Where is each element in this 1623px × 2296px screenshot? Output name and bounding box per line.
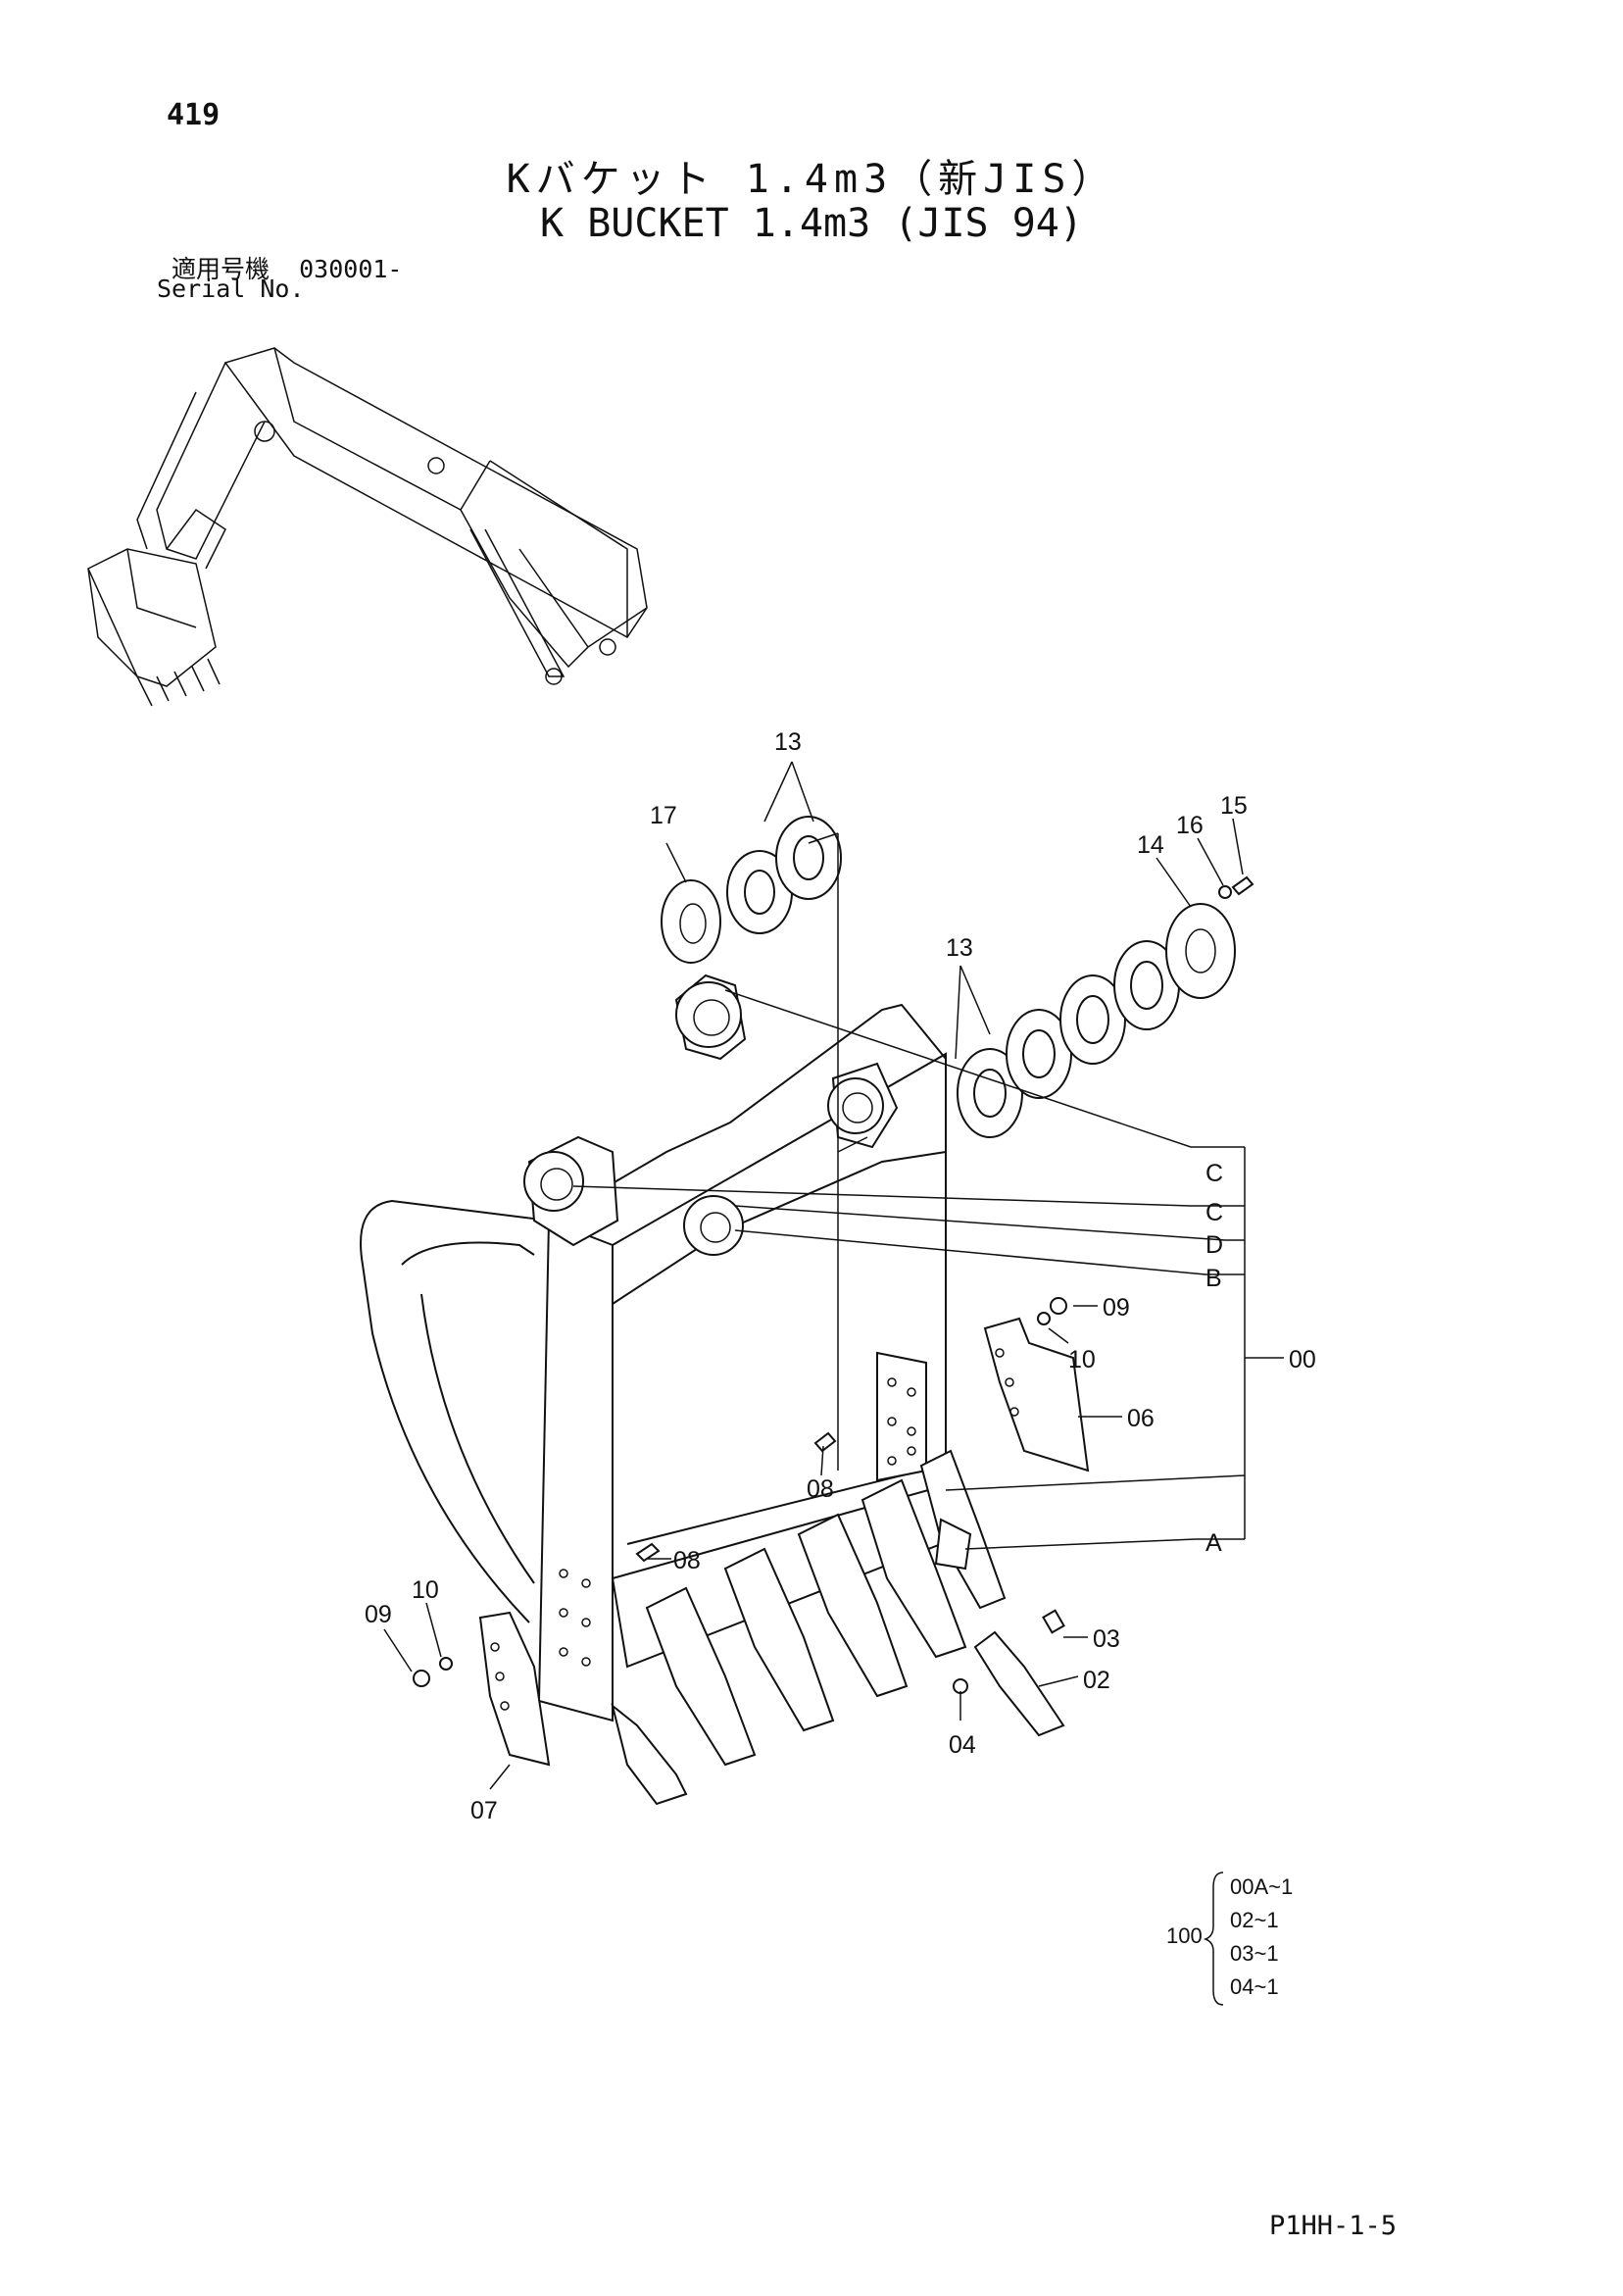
kit-item-1: 00A~1 <box>1230 1874 1293 1899</box>
serial-label-jp: 適用号機 <box>172 255 270 283</box>
bucket-assembly <box>360 973 947 1722</box>
callout-labels: 13 17 13 14 16 15 C C D B 09 10 00 06 08… <box>365 728 1316 1824</box>
callout-14: 14 <box>1137 831 1164 859</box>
title-english: K BUCKET 1.4m3 (JIS 94) <box>540 201 1083 246</box>
kit-number: 100 <box>1166 1923 1203 1948</box>
page-number: 419 <box>167 98 221 132</box>
callout-02: 02 <box>1083 1667 1110 1694</box>
serial-value: 030001- <box>299 255 403 283</box>
callout-08-right: 08 <box>807 1475 834 1503</box>
callout-04: 04 <box>949 1731 976 1759</box>
kit-item-3: 03~1 <box>1230 1941 1279 1966</box>
callout-13-right: 13 <box>946 934 973 962</box>
callout-00: 00 <box>1289 1346 1316 1373</box>
callout-08-left: 08 <box>673 1547 701 1574</box>
callout-09-left: 09 <box>365 1601 392 1628</box>
title-japanese: Kバケット 1.4m3（新JIS） <box>506 157 1117 202</box>
serial-label-english: Serial No. <box>157 275 305 303</box>
callout-C-upper: C <box>1205 1160 1223 1187</box>
callout-10-right: 10 <box>1068 1346 1096 1373</box>
callout-13-upper: 13 <box>774 728 802 756</box>
callout-16: 16 <box>1176 812 1204 839</box>
callout-06: 06 <box>1127 1405 1155 1432</box>
callout-09-right: 09 <box>1103 1294 1130 1322</box>
callout-07: 07 <box>470 1797 498 1824</box>
leader-lines <box>383 761 1284 1790</box>
callout-17: 17 <box>650 802 677 829</box>
callout-B: B <box>1205 1265 1222 1292</box>
serial-line-japanese: 適用号機 030001- <box>172 250 402 285</box>
page-code: P1HH-1-5 <box>1269 2211 1398 2241</box>
kit-item-4: 04~1 <box>1230 1974 1279 1999</box>
callout-10-left: 10 <box>412 1576 439 1604</box>
callout-D: D <box>1205 1231 1223 1259</box>
callout-15: 15 <box>1220 792 1248 820</box>
bucket-teeth <box>611 1449 1007 1806</box>
kit-breakdown: 100 00A~1 02~1 03~1 04~1 <box>1166 1872 1293 2006</box>
exploded-parts <box>413 816 1254 1767</box>
callout-C-lower: C <box>1205 1199 1223 1226</box>
callout-A: A <box>1205 1529 1222 1557</box>
excavator-arm-sketch <box>87 347 648 707</box>
kit-item-2: 02~1 <box>1230 1908 1279 1932</box>
callout-03: 03 <box>1093 1625 1120 1653</box>
